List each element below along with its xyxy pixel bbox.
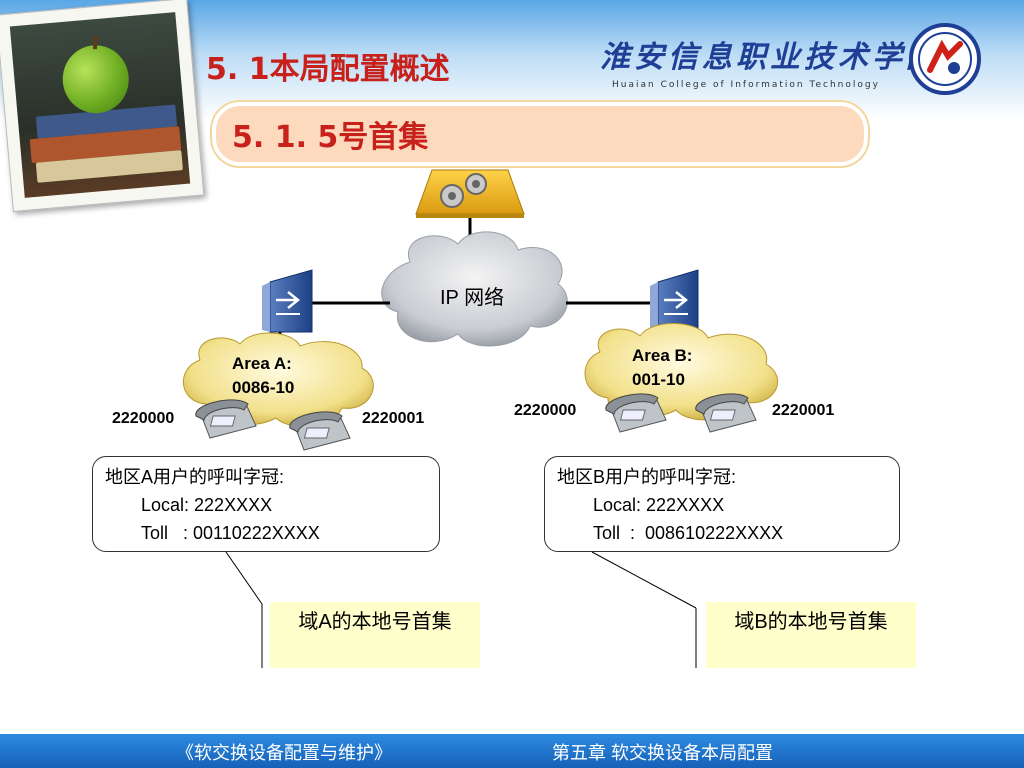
softswitch-server-icon xyxy=(415,169,525,218)
subtitle-bar xyxy=(212,102,868,166)
phone-a1-icon xyxy=(195,399,257,439)
area-a-info-box: 地区A用户的呼叫字冠: Local: 222XXXX Toll : 001102… xyxy=(92,456,440,552)
phone-a2-icon xyxy=(289,411,351,451)
switch-a-icon xyxy=(262,269,313,333)
college-name-en: Huaian College of Information Technology xyxy=(612,80,880,90)
section-subtitle: 5. 1. 5号首集 xyxy=(232,120,429,155)
phone-b2-icon xyxy=(695,393,757,433)
area-a-number-left: 2220000 xyxy=(112,410,175,427)
footer-course: 《软交换设备配置与维护》 xyxy=(176,743,392,763)
area-b-toll-prefix: Toll : 008610222XXXX xyxy=(593,523,784,543)
switch-b-icon xyxy=(650,269,699,333)
ip-network-label: IP 网络 xyxy=(440,287,505,309)
college-name-cn: 淮安信息职业技术学院 xyxy=(600,40,940,75)
area-b-number-right: 2220001 xyxy=(772,402,835,419)
area-a-code: 0086-10 xyxy=(232,378,295,397)
area-b-number-left: 2220000 xyxy=(514,402,577,419)
phone-b1-icon xyxy=(605,393,667,433)
area-a-info-heading: 地区A用户的呼叫字冠: xyxy=(105,467,285,487)
college-logo-icon xyxy=(909,23,981,95)
footer-bar xyxy=(0,734,1024,768)
area-a-local-prefix: Local: 222XXXX xyxy=(141,495,273,515)
area-a-number-right: 2220001 xyxy=(362,410,425,427)
domain-a-label: 域A的本地号首集 xyxy=(270,602,480,668)
area-a-toll-prefix: Toll : 00110222XXXX xyxy=(141,523,320,543)
domain-b-label: 域B的本地号首集 xyxy=(706,602,916,668)
footer-chapter: 第五章 软交换设备本局配置 xyxy=(552,743,773,763)
page-title: 5. 1本局配置概述 xyxy=(206,52,450,87)
area-b-code: 001-10 xyxy=(632,370,685,389)
area-a-title: Area A: xyxy=(232,354,292,373)
area-b-local-prefix: Local: 222XXXX xyxy=(593,495,725,515)
area-b-info-box: 地区B用户的呼叫字冠: Local: 222XXXX Toll : 008610… xyxy=(544,456,900,552)
area-b-info-heading: 地区B用户的呼叫字冠: xyxy=(557,467,737,487)
area-b-title: Area B: xyxy=(632,346,693,365)
ip-network-cloud xyxy=(381,231,568,347)
